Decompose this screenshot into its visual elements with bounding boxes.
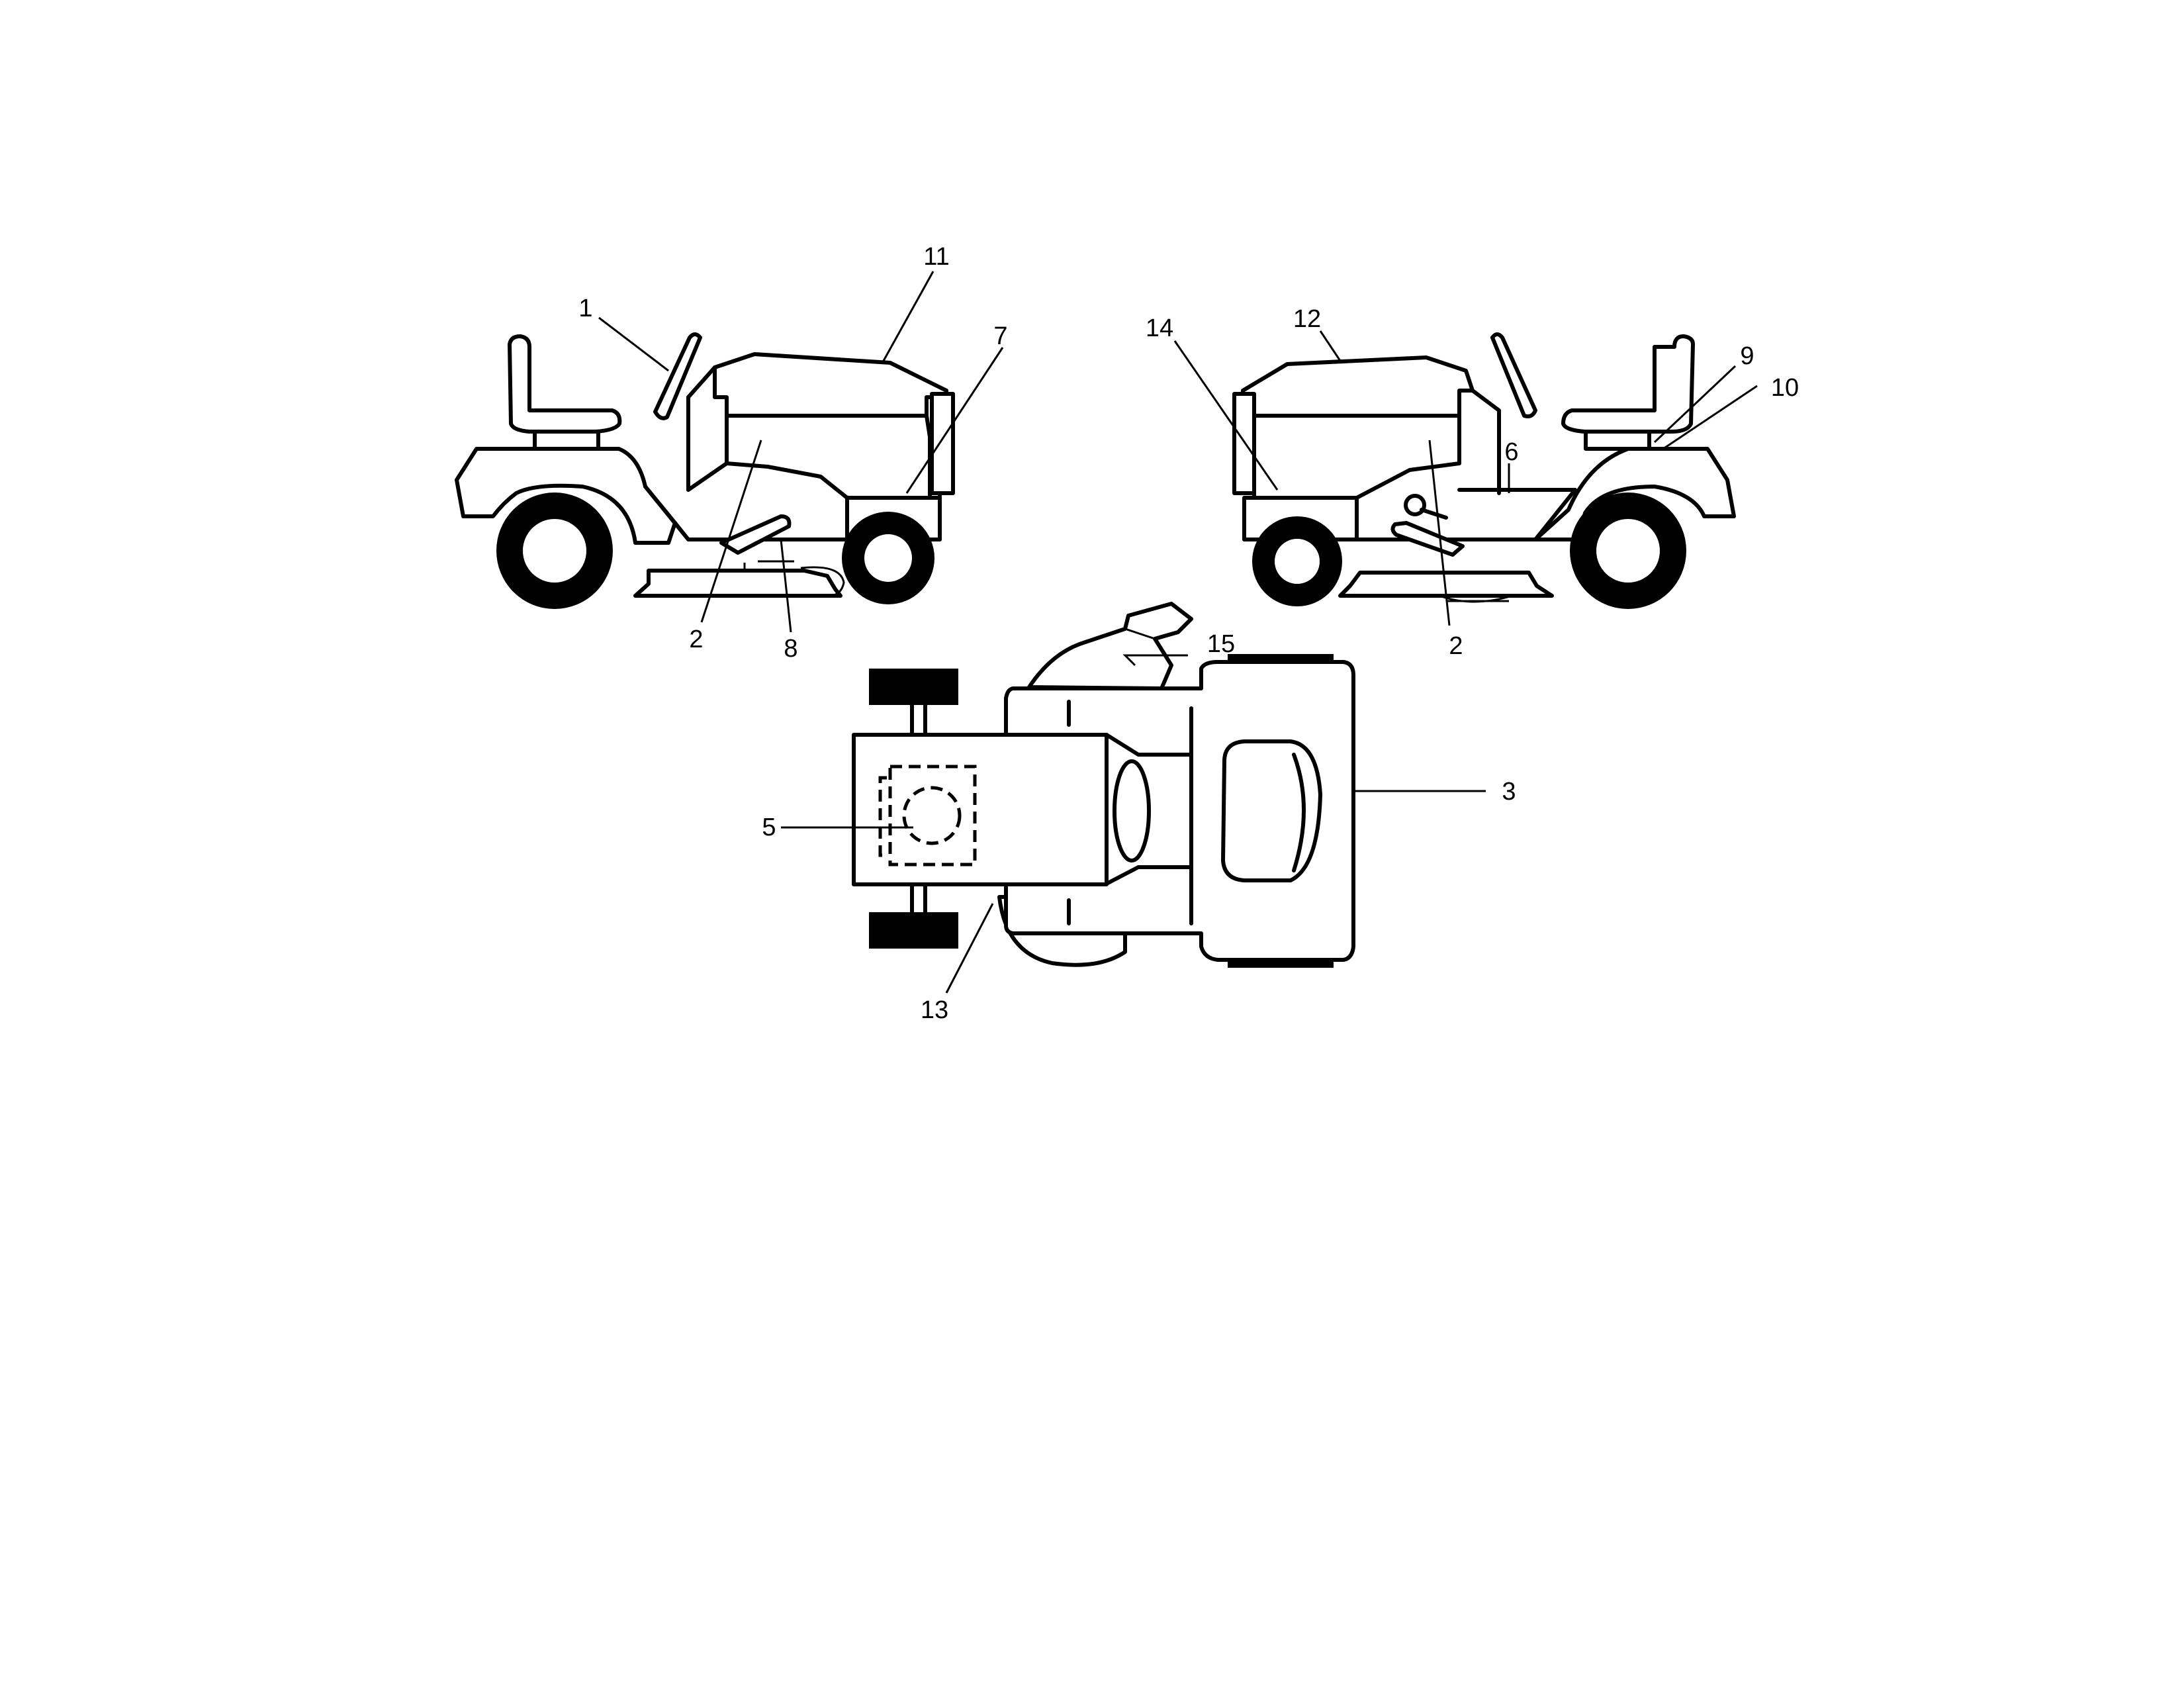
front-wheel-top-left bbox=[869, 669, 958, 705]
discharge-chute-edge bbox=[1085, 628, 1156, 643]
hood-decal-bracket bbox=[878, 776, 887, 857]
hood-top bbox=[852, 733, 1109, 886]
shift-lever bbox=[1420, 508, 1448, 520]
seat-base bbox=[533, 430, 600, 451]
hood-decal-circle bbox=[902, 786, 962, 845]
leader-11 bbox=[882, 271, 934, 361]
seat bbox=[508, 334, 622, 434]
callout-13: 13 bbox=[921, 996, 948, 1024]
steering-column-right bbox=[1471, 389, 1501, 495]
leader-14 bbox=[1173, 340, 1279, 491]
callout-2-right: 2 bbox=[1449, 632, 1463, 660]
callout-9: 9 bbox=[1740, 342, 1754, 370]
leader-1 bbox=[598, 316, 669, 372]
callout-3: 3 bbox=[1502, 778, 1516, 806]
callout-1: 1 bbox=[578, 295, 592, 322]
seat-backrest-top bbox=[1292, 753, 1306, 872]
rear-fender bbox=[455, 447, 677, 545]
grille bbox=[930, 392, 955, 495]
hood-right bbox=[1241, 355, 1475, 418]
tractor-top-view bbox=[852, 602, 1355, 968]
leader-12 bbox=[1319, 330, 1342, 361]
seat-top bbox=[1221, 739, 1322, 882]
mower-deck bbox=[633, 569, 842, 598]
tractor-left-side-view bbox=[455, 332, 955, 609]
leader-9 bbox=[1653, 365, 1737, 444]
leader-lines bbox=[598, 271, 1758, 994]
front-wheel-right-hub bbox=[1275, 539, 1320, 584]
brake-pedal bbox=[719, 514, 792, 555]
callout-8: 8 bbox=[784, 635, 797, 663]
leader-13 bbox=[945, 903, 994, 994]
callouts: 1 11 7 2 8 14 12 9 10 6 2 15 3 5 13 bbox=[578, 243, 1799, 1024]
callout-14: 14 bbox=[1146, 314, 1173, 342]
leader-15 bbox=[1122, 654, 1188, 667]
steering-wheel bbox=[653, 332, 702, 420]
callout-11: 11 bbox=[923, 243, 949, 271]
front-wheel-top-right bbox=[869, 912, 958, 949]
deck-detail bbox=[743, 560, 794, 571]
hood-decal-outline bbox=[888, 765, 977, 867]
rear-wheel-hub bbox=[523, 519, 586, 583]
callout-12: 12 bbox=[1293, 305, 1321, 333]
hood-right-side bbox=[1252, 414, 1461, 500]
callout-7: 7 bbox=[993, 322, 1007, 350]
leader-10 bbox=[1661, 385, 1758, 451]
tractor-right-side-view bbox=[1232, 332, 1736, 609]
rear-wheel-right-hub bbox=[1596, 519, 1660, 583]
seat-base-right bbox=[1584, 430, 1651, 451]
callout-10: 10 bbox=[1771, 374, 1799, 402]
hood-side bbox=[725, 414, 932, 500]
front-axle bbox=[910, 703, 927, 914]
callout-15: 15 bbox=[1207, 630, 1235, 658]
dash-panel bbox=[686, 365, 729, 492]
callout-5: 5 bbox=[762, 814, 776, 841]
steering-wheel-top bbox=[1113, 759, 1151, 863]
callout-6: 6 bbox=[1504, 438, 1518, 466]
leader-2-left bbox=[700, 440, 762, 623]
front-wheel-hub bbox=[864, 534, 912, 582]
steering-wheel-right bbox=[1490, 332, 1537, 418]
discharge-chute bbox=[1027, 602, 1193, 690]
leader-8 bbox=[780, 539, 792, 633]
leader-7 bbox=[905, 347, 1004, 494]
pedal-right bbox=[1390, 521, 1465, 557]
callout-2-left: 2 bbox=[689, 626, 703, 653]
leader-2-right bbox=[1428, 440, 1451, 626]
hood bbox=[713, 352, 948, 418]
deck-chute bbox=[800, 566, 845, 598]
mower-deck-right bbox=[1338, 571, 1554, 598]
rear-fender-right bbox=[1533, 447, 1736, 541]
seat-right bbox=[1561, 334, 1695, 434]
